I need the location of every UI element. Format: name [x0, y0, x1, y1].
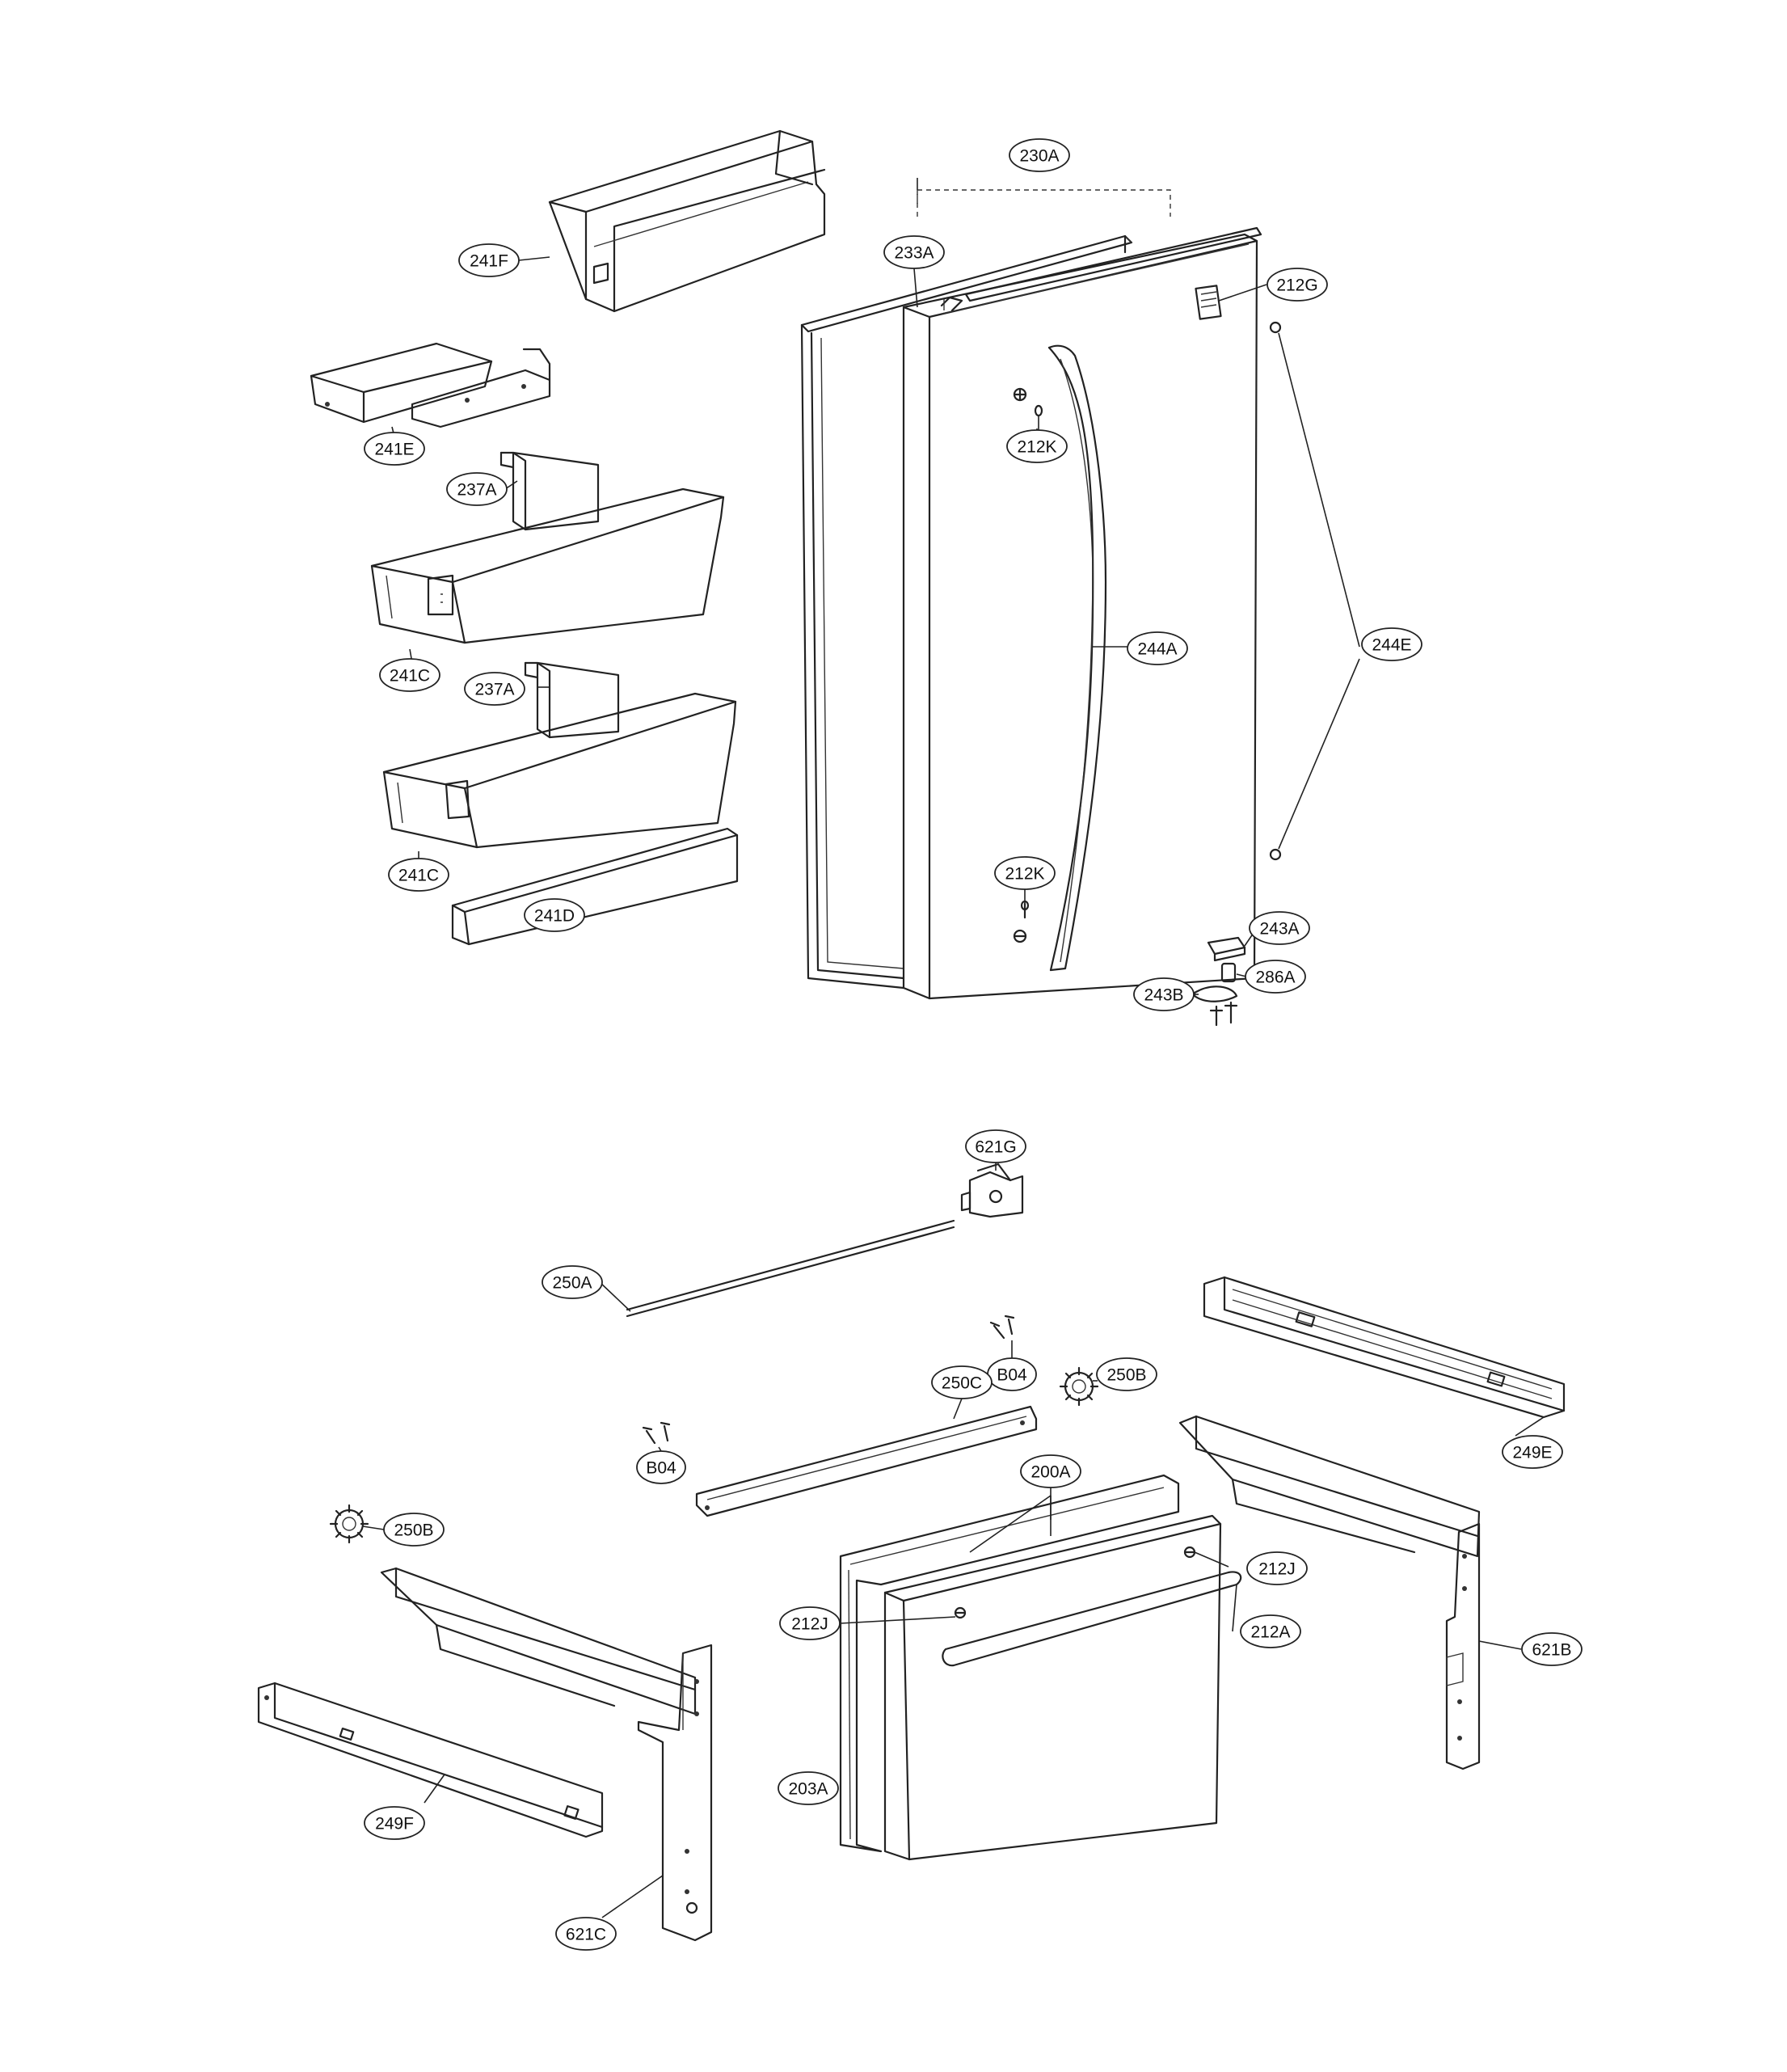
freezer-drawer-gasket-203A	[839, 1474, 1180, 1853]
callout-250A: 250A	[542, 1265, 603, 1299]
svg-text:212A: 212A	[1250, 1623, 1290, 1642]
callout-212K-upper: 212K	[1006, 429, 1068, 463]
screws-B04-lower	[642, 1421, 671, 1445]
door-bin-241F	[548, 129, 826, 313]
callout-241E: 241E	[364, 432, 425, 466]
svg-text:250A: 250A	[552, 1274, 592, 1293]
callout-621B: 621B	[1521, 1632, 1583, 1666]
svg-text:249F: 249F	[375, 1815, 414, 1834]
slide-rail-249F	[257, 1682, 604, 1838]
gear-250B-lower	[329, 1504, 369, 1544]
callout-249E: 249E	[1502, 1435, 1563, 1469]
svg-text:241C: 241C	[398, 867, 439, 885]
svg-text:243B: 243B	[1144, 986, 1183, 1005]
callout-B04-lower: B04	[636, 1450, 686, 1484]
svg-text:250B: 250B	[394, 1521, 433, 1540]
bin-rail-241D	[451, 827, 739, 946]
divider-237A-upper	[499, 451, 600, 531]
svg-text:243A: 243A	[1259, 920, 1299, 939]
hinge-wire-244E	[1269, 321, 1360, 861]
svg-text:241F: 241F	[470, 252, 508, 271]
hinge-parts	[1193, 936, 1246, 1027]
svg-text:250B: 250B	[1106, 1366, 1146, 1385]
screws-B04-upper	[989, 1315, 1015, 1340]
callout-243B: 243B	[1133, 977, 1195, 1011]
callout-243A: 243A	[1249, 911, 1310, 945]
callout-621C: 621C	[555, 1917, 617, 1951]
small-tray-241E	[310, 342, 551, 428]
svg-text:212J: 212J	[1258, 1560, 1296, 1579]
callout-203A: 203A	[778, 1771, 839, 1805]
callout-237A-upper: 237A	[446, 472, 508, 506]
svg-text:212G: 212G	[1276, 276, 1317, 295]
callout-241C-upper: 241C	[379, 658, 440, 692]
screw-212K-lower	[1013, 900, 1030, 943]
screw-212K-upper	[1013, 387, 1043, 433]
slide-rail-249E	[1203, 1276, 1566, 1419]
svg-text:621B: 621B	[1532, 1641, 1571, 1660]
callout-212G: 212G	[1266, 268, 1328, 302]
svg-text:241D: 241D	[534, 907, 575, 926]
svg-text:230A: 230A	[1019, 147, 1059, 166]
svg-text:B04: B04	[646, 1459, 676, 1478]
callout-244E: 244E	[1361, 627, 1422, 661]
door-bin-241C-upper	[370, 487, 725, 644]
callout-237A-lower: 237A	[464, 672, 525, 706]
callout-212A: 212A	[1240, 1614, 1301, 1648]
callout-250B-upper: 250B	[1096, 1357, 1157, 1391]
callout-230A: 230A	[1009, 138, 1070, 172]
refrigerator-door-panel	[902, 226, 1262, 1000]
bracket-621B	[1178, 1415, 1481, 1770]
svg-text:237A: 237A	[457, 481, 496, 500]
svg-text:212J: 212J	[791, 1615, 828, 1634]
divider-237A-lower	[524, 661, 620, 739]
callout-241F: 241F	[458, 243, 520, 277]
callout-212J-left: 212J	[779, 1606, 841, 1640]
callout-286A: 286A	[1245, 960, 1306, 994]
callout-250C: 250C	[931, 1365, 993, 1399]
rod-250A	[626, 1219, 955, 1318]
svg-text:250C: 250C	[942, 1374, 982, 1393]
callout-621G: 621G	[965, 1129, 1026, 1163]
callout-249F: 249F	[364, 1806, 425, 1840]
svg-text:241E: 241E	[374, 441, 414, 459]
svg-text:249E: 249E	[1512, 1444, 1552, 1462]
svg-text:244A: 244A	[1137, 640, 1177, 659]
bracket-621G	[960, 1163, 1024, 1218]
svg-text:241C: 241C	[390, 667, 430, 686]
screw-212J-left	[954, 1606, 967, 1619]
svg-text:237A: 237A	[474, 681, 514, 699]
leader-lines	[362, 178, 1545, 1918]
callout-233A: 233A	[883, 235, 945, 269]
svg-text:244E: 244E	[1372, 636, 1411, 655]
svg-text:212K: 212K	[1017, 438, 1056, 457]
svg-text:200A: 200A	[1030, 1463, 1070, 1482]
svg-text:621C: 621C	[566, 1926, 606, 1944]
svg-text:286A: 286A	[1255, 968, 1295, 987]
svg-text:212K: 212K	[1005, 865, 1044, 884]
door-gasket-233A	[800, 234, 1133, 990]
freezer-drawer-door-200A	[883, 1514, 1222, 1861]
callout-200A: 200A	[1020, 1454, 1081, 1488]
svg-text:621G: 621G	[975, 1138, 1016, 1157]
screw-212J-right	[1183, 1546, 1196, 1559]
callout-250B-lower: 250B	[383, 1513, 445, 1547]
svg-text:203A: 203A	[788, 1780, 828, 1799]
bracket-621C	[380, 1567, 713, 1942]
callout-212K-lower: 212K	[994, 856, 1056, 890]
callout-212J-right: 212J	[1246, 1551, 1308, 1585]
svg-text:B04: B04	[997, 1366, 1027, 1385]
gear-250B-upper	[1059, 1366, 1099, 1407]
callout-B04-upper: B04	[987, 1357, 1037, 1391]
callout-244A: 244A	[1127, 631, 1188, 665]
drawer-handle-212A	[942, 1571, 1242, 1667]
callout-241D: 241D	[524, 898, 585, 932]
callout-241C-lower: 241C	[388, 858, 449, 892]
bracket-230A	[917, 189, 1171, 217]
stabilizer-bar-250C	[695, 1405, 1038, 1517]
door-handle-244A	[1047, 344, 1107, 972]
door-bin-241C-lower	[382, 692, 737, 849]
svg-text:233A: 233A	[894, 244, 934, 263]
